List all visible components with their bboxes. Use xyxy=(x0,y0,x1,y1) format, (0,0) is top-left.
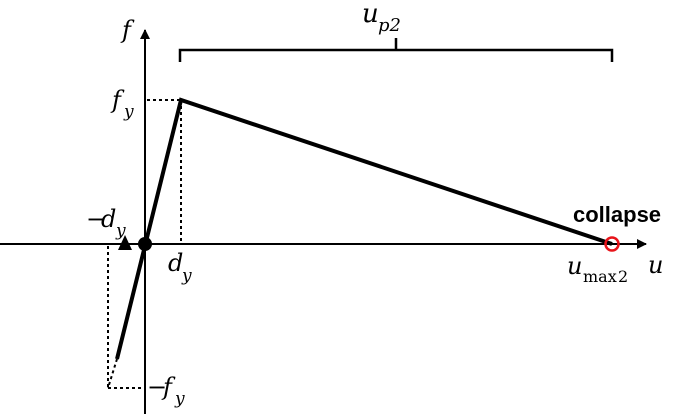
response-curve xyxy=(115,97,613,360)
neg-fy-label-subscript: y xyxy=(174,389,185,409)
collapse-marker xyxy=(604,236,620,252)
collapse-label: collapse xyxy=(573,202,661,227)
f-axis-label: f xyxy=(120,16,135,44)
up2-brace xyxy=(178,38,614,62)
elastic-extension-dotted xyxy=(107,358,118,389)
fy-label-subscript: y xyxy=(123,102,134,122)
neg-dy-label: d xyxy=(101,205,116,233)
neg-dy-sign: − xyxy=(86,205,106,233)
umax-label: u xyxy=(567,252,582,280)
neg-dy-label-subscript: y xyxy=(115,221,126,241)
dy-label-subscript: y xyxy=(181,266,192,286)
dy-label: d xyxy=(168,249,183,277)
up2-label-subscript: p2 xyxy=(378,15,401,36)
neg-dy-marker xyxy=(118,235,132,250)
neg-fy-sign: − xyxy=(147,373,167,401)
umax-label-subscript-word: max xyxy=(583,267,617,286)
origin-marker xyxy=(138,237,152,251)
u-axis-label: u xyxy=(648,251,663,279)
fy-label: f xyxy=(110,86,125,114)
neg-fy-label: f xyxy=(161,373,176,401)
umax-label-subscript-number: 2 xyxy=(618,267,628,286)
up2-label: u xyxy=(362,0,379,29)
